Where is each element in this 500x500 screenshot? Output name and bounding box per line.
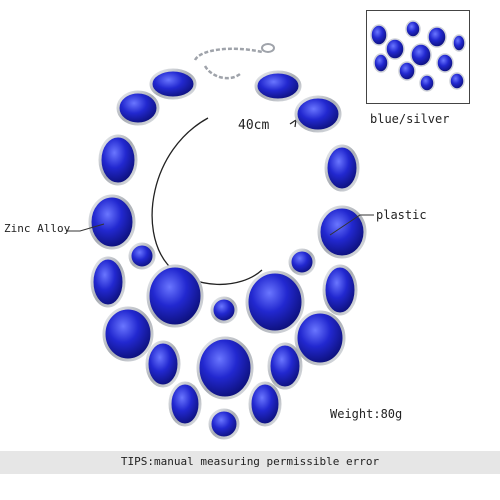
- stone: [102, 306, 154, 362]
- length-label: 40cm: [238, 118, 270, 133]
- stone: [210, 296, 238, 324]
- stone: [248, 381, 282, 427]
- stone: [88, 194, 136, 250]
- extender-chain: [193, 43, 275, 80]
- stone: [168, 381, 202, 427]
- variant-label: blue/silver: [370, 112, 450, 126]
- stone: [254, 70, 302, 102]
- necklace-stones: [88, 68, 367, 440]
- stone: [208, 408, 240, 440]
- measure-arrow-icon: [289, 118, 297, 128]
- stone: [317, 205, 367, 259]
- stone: [90, 256, 126, 308]
- zinc-alloy-label: Zinc Alloy: [4, 222, 71, 235]
- tips-bar: [0, 451, 500, 474]
- stone: [294, 310, 346, 366]
- stone: [267, 342, 303, 390]
- callout-line-icon: [66, 214, 374, 236]
- stone: [98, 134, 138, 186]
- plastic-label: plastic: [376, 208, 427, 222]
- stone: [128, 242, 156, 270]
- stone: [245, 270, 305, 334]
- tips-text: TIPS:manual measuring permissible error: [120, 455, 380, 468]
- stone: [288, 248, 316, 276]
- stone: [116, 90, 160, 126]
- stone: [196, 336, 254, 400]
- measure-arc: [151, 117, 263, 286]
- stone: [145, 340, 181, 388]
- weight-label: Weight:80g: [330, 407, 403, 421]
- stone: [324, 144, 360, 192]
- closeup-inset: [366, 10, 470, 104]
- closeup-photo-icon: [370, 20, 466, 92]
- stone: [149, 68, 197, 100]
- stone: [322, 264, 358, 316]
- stone: [294, 95, 342, 133]
- stone: [146, 264, 204, 328]
